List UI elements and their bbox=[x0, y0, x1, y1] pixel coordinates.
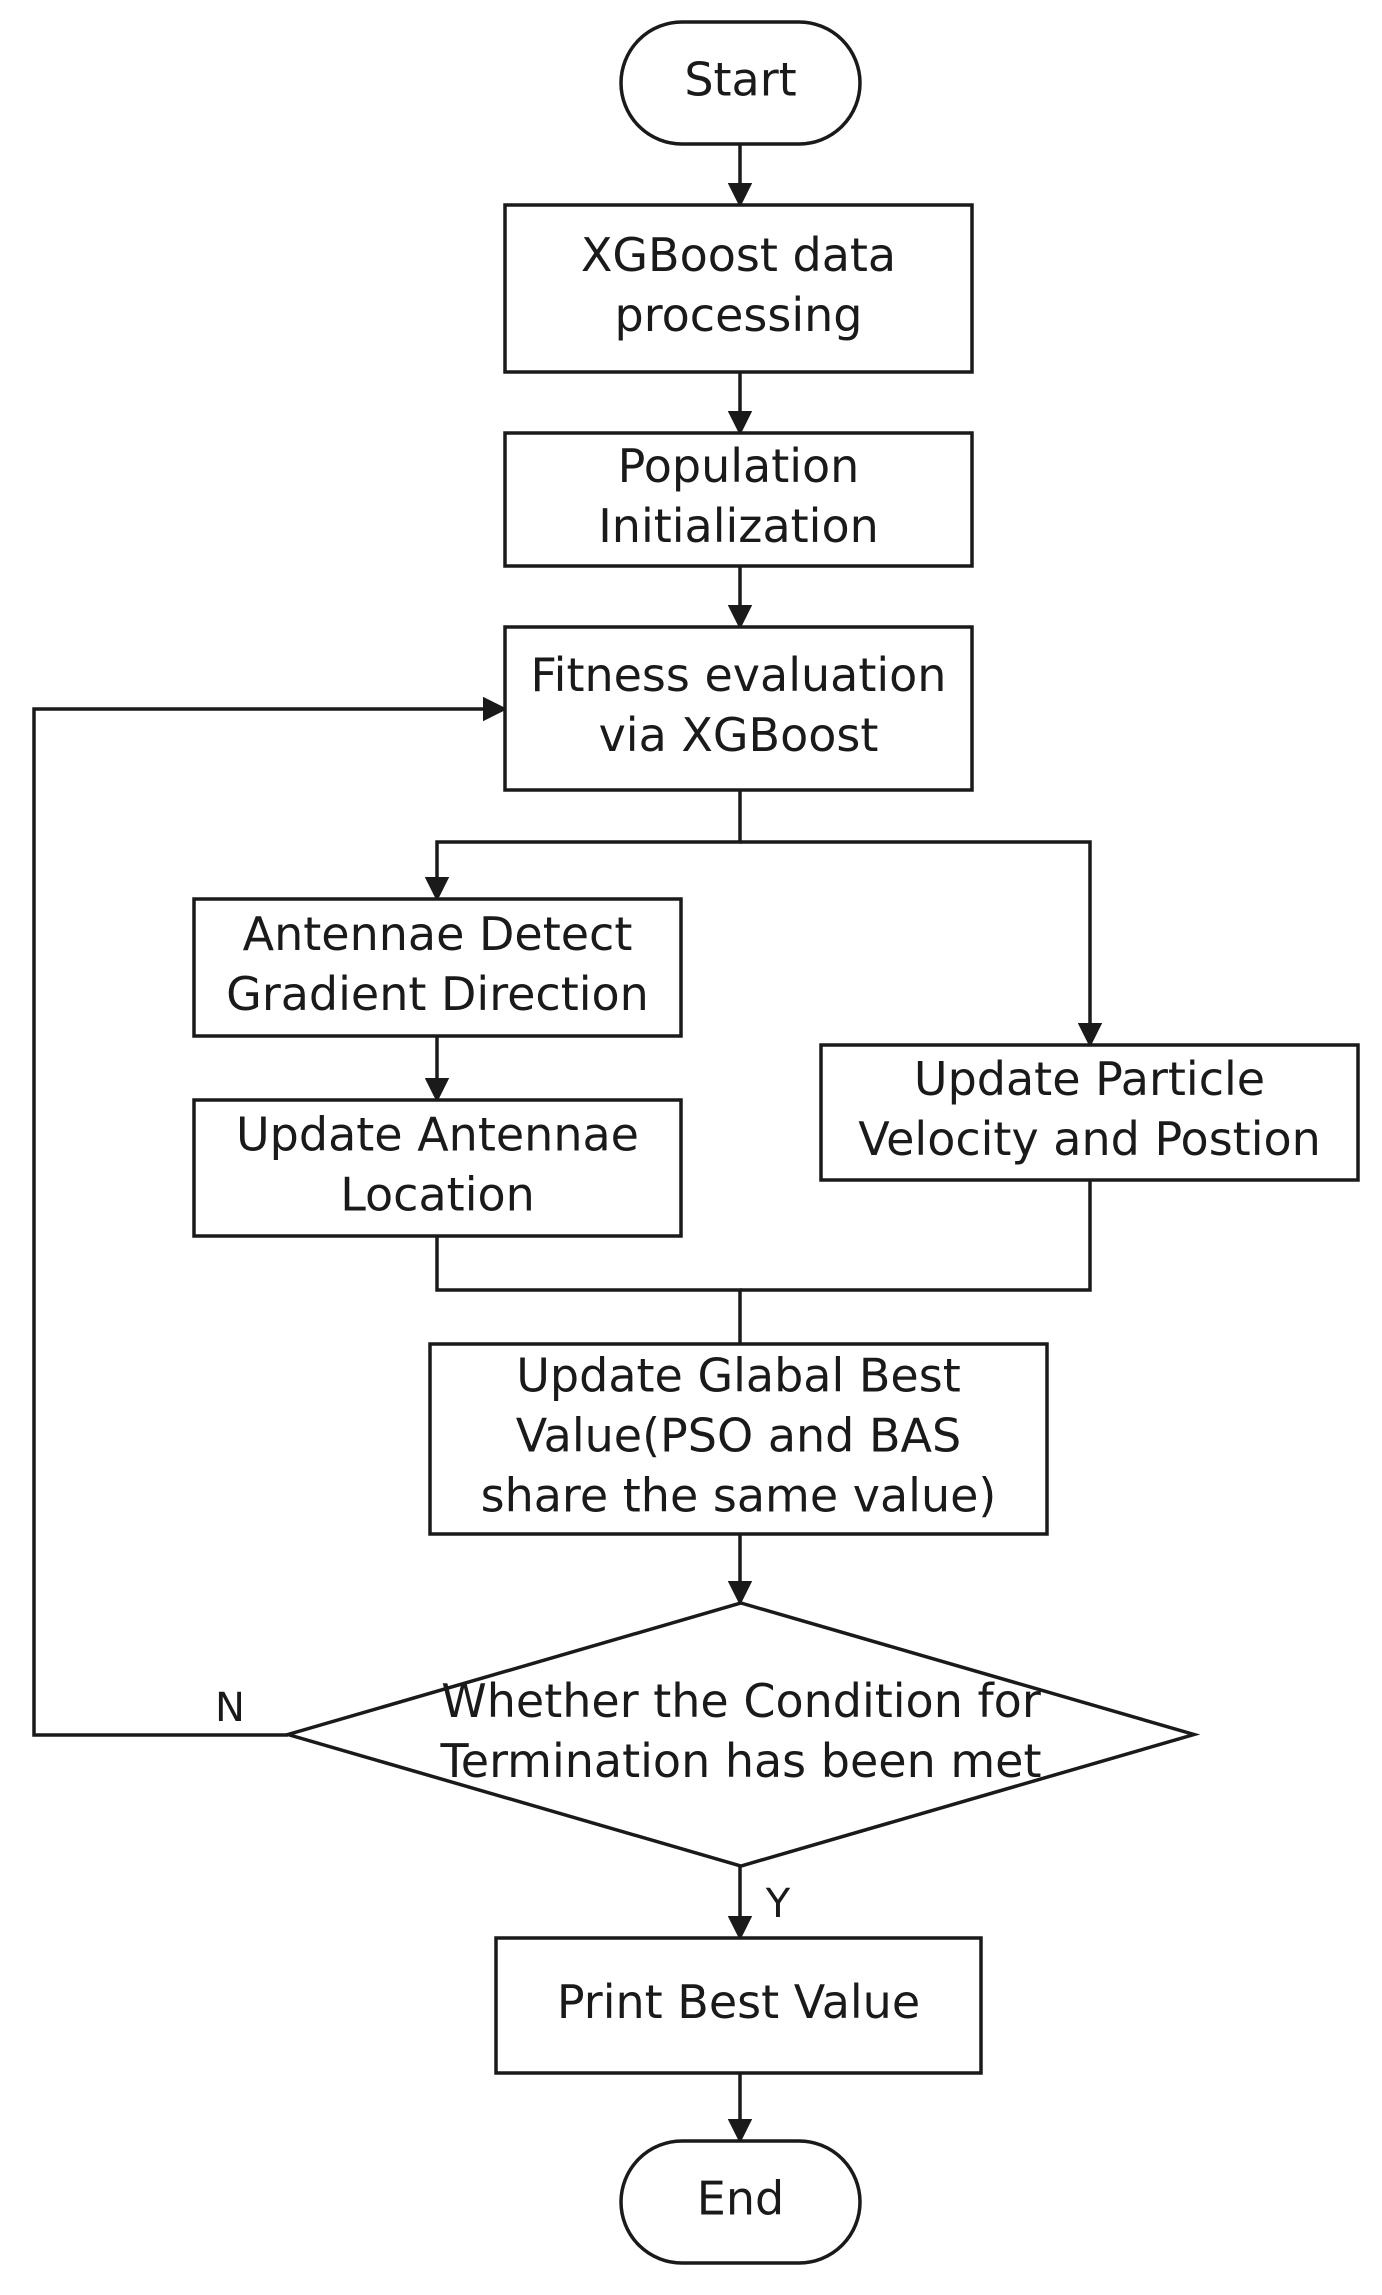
node-xgboost-processing: XGBoost data processing bbox=[503, 203, 974, 374]
start-terminator-shape bbox=[619, 20, 862, 146]
edge-termination-check-to-fitness-eval bbox=[32, 696, 508, 1737]
edge-fitness-eval-to-antennae-detect bbox=[424, 790, 742, 902]
termination-check-label-line-1: Whether the Condition for bbox=[441, 1674, 1041, 1728]
edge-fitness-eval-to-update-particle bbox=[740, 840, 1103, 1048]
update-antennae-process-shape bbox=[192, 1098, 683, 1238]
termination-check-label-line-2: Termination has been met bbox=[439, 1734, 1041, 1788]
population-init-process-shape bbox=[503, 431, 974, 568]
population-init-label-line-2: Initialization bbox=[598, 499, 879, 553]
print-best-label-line-1: Print Best Value bbox=[557, 1975, 920, 2029]
node-print-best: Print Best Value bbox=[494, 1936, 983, 2075]
update-particle-label-line-1: Update Particle bbox=[914, 1052, 1265, 1106]
edge-update-particle-to-update-global bbox=[740, 1180, 1092, 1292]
edge-labels-layer: NY bbox=[215, 1685, 791, 1927]
update-particle-process-shape bbox=[819, 1043, 1360, 1182]
antennae-detect-process-shape bbox=[192, 897, 683, 1038]
xgboost-processing-label-line-1: XGBoost data bbox=[581, 228, 896, 282]
edges-layer bbox=[32, 144, 1103, 2144]
edge-update-antennae-to-update-global bbox=[435, 1236, 742, 1344]
update-global-label-line-2: Value(PSO and BAS bbox=[516, 1409, 961, 1463]
start-label-line-1: Start bbox=[684, 53, 796, 107]
update-antennae-label-line-2: Location bbox=[340, 1168, 535, 1222]
antennae-detect-label-line-1: Antennae Detect bbox=[243, 907, 633, 961]
antennae-detect-label-line-2: Gradient Direction bbox=[226, 967, 649, 1021]
update-antennae-label-line-1: Update Antennae bbox=[236, 1108, 639, 1162]
fitness-eval-process-shape bbox=[503, 625, 974, 792]
print-best-process-shape bbox=[494, 1936, 983, 2075]
update-global-label-line-1: Update Glabal Best bbox=[516, 1349, 960, 1403]
update-global-label-line-3: share the same value) bbox=[481, 1469, 997, 1523]
fitness-eval-label-line-1: Fitness evaluation bbox=[531, 648, 947, 702]
fitness-eval-label-line-2: via XGBoost bbox=[599, 708, 879, 762]
xgboost-processing-process-shape bbox=[503, 203, 974, 374]
termination-check-decision-shape bbox=[281, 1601, 1201, 1868]
edge-label-y: Y bbox=[765, 1881, 791, 1927]
node-start: Start bbox=[619, 20, 862, 146]
population-init-label-line-1: Population bbox=[618, 439, 860, 493]
node-fitness-eval: Fitness evaluation via XGBoost bbox=[503, 625, 974, 792]
update-particle-label-line-2: Velocity and Postion bbox=[858, 1112, 1321, 1166]
end-terminator-shape bbox=[619, 2139, 862, 2265]
edge-label-n: N bbox=[215, 1685, 245, 1731]
node-end: End bbox=[619, 2139, 862, 2265]
xgboost-processing-label-line-2: processing bbox=[615, 288, 863, 342]
end-label-line-1: End bbox=[697, 2172, 784, 2226]
update-global-process-shape bbox=[428, 1342, 1049, 1536]
